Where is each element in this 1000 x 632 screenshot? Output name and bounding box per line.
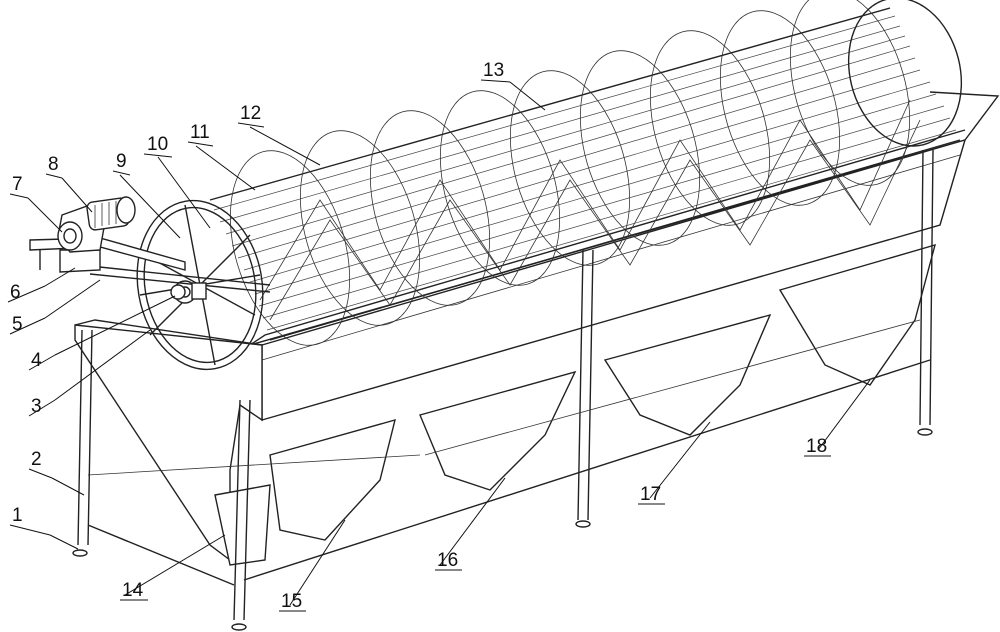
hoppers xyxy=(214,243,936,566)
label-9: 9 xyxy=(116,151,127,172)
label-17: 17 xyxy=(640,484,661,505)
label-6: 6 xyxy=(10,282,21,303)
trough xyxy=(74,91,1000,562)
label-5: 5 xyxy=(12,314,23,335)
label-12: 12 xyxy=(240,103,261,124)
label-2: 2 xyxy=(31,449,42,470)
label-3: 3 xyxy=(31,396,42,417)
callout-labels: 1 2 3 4 5 6 7 8 9 10 11 12 13 14 15 16 1… xyxy=(7,60,831,612)
label-16: 16 xyxy=(437,550,458,571)
drum-bars xyxy=(213,15,957,331)
label-13: 13 xyxy=(483,60,504,81)
leader-lines xyxy=(27,81,871,606)
label-14: 14 xyxy=(122,580,144,601)
label-18: 18 xyxy=(806,436,827,457)
drum xyxy=(209,0,963,346)
legs-frame xyxy=(72,149,934,631)
label-8: 8 xyxy=(48,154,59,175)
label-1: 1 xyxy=(12,505,23,526)
label-11: 11 xyxy=(190,122,210,143)
spiral-blades xyxy=(259,99,921,321)
label-15: 15 xyxy=(281,591,302,612)
label-4: 4 xyxy=(31,350,42,371)
label-10: 10 xyxy=(147,134,168,155)
drive-assembly xyxy=(29,196,271,300)
label-7: 7 xyxy=(12,174,23,195)
